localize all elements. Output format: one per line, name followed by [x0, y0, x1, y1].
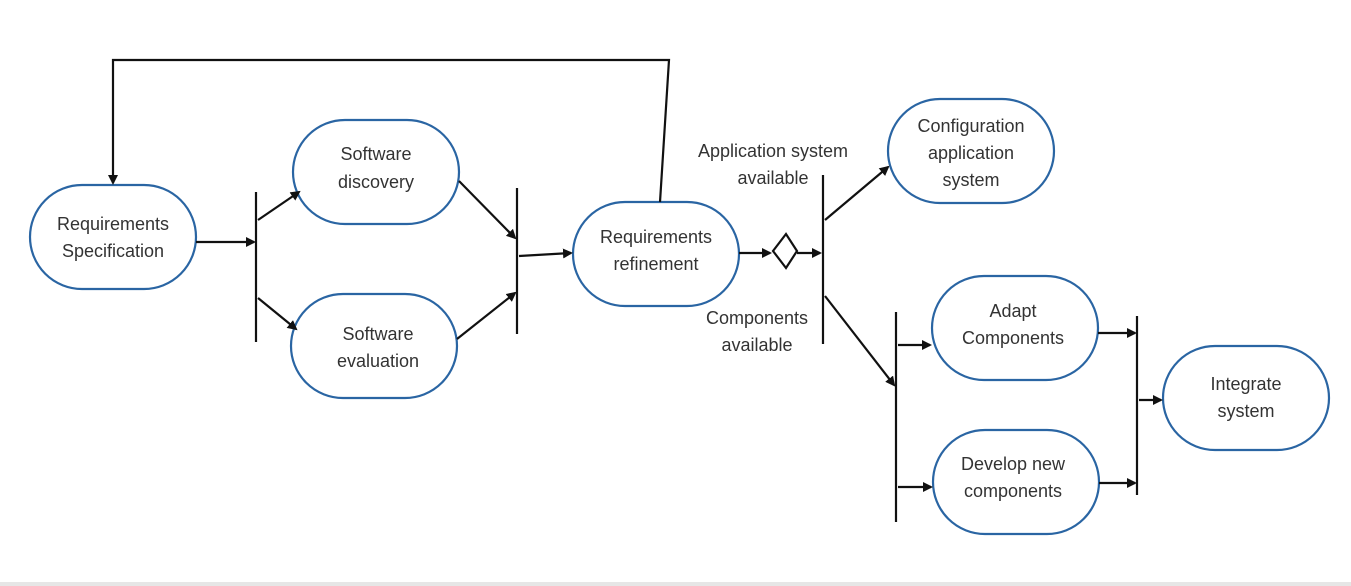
label-components-available: Components available	[706, 308, 808, 355]
node-software-evaluation: Software evaluation	[289, 292, 459, 400]
node-software-discovery-line-1: Software	[340, 144, 411, 164]
label-application-line-2: available	[737, 168, 808, 188]
node-software-evaluation-line-1: Software	[342, 324, 413, 344]
node-requirements-specification: Requirements Specification	[28, 183, 198, 291]
label-application-line-1: Application system	[698, 141, 848, 161]
node-adapt-components-line-1: Adapt	[989, 301, 1036, 321]
edge-discovery-to-join	[458, 180, 517, 240]
label-components-line-2: available	[721, 335, 792, 355]
node-develop-new-components: Develop new components	[931, 428, 1101, 536]
node-adapt-components-line-2: Components	[962, 328, 1064, 348]
node-software-discovery: Software discovery	[291, 118, 461, 226]
node-integrate-system-line-1: Integrate	[1210, 374, 1281, 394]
feedback-loop-edge	[108, 58, 671, 203]
node-develop-components-line-2: components	[964, 481, 1062, 501]
node-software-discovery-line-2: discovery	[338, 172, 414, 192]
bottom-strip	[0, 582, 1351, 586]
node-configuration-line-2: application	[928, 143, 1014, 163]
edge-fork-to-configuration	[824, 165, 890, 221]
node-integrate-system-line-2: system	[1217, 401, 1274, 421]
node-requirements-specification-line-2: Specification	[62, 241, 164, 261]
edge-join-to-refinement	[518, 248, 573, 259]
node-requirements-refinement-line-2: refinement	[613, 254, 698, 274]
node-integrate-system: Integrate system	[1161, 344, 1331, 452]
label-application-system-available: Application system available	[698, 141, 848, 188]
edge-evaluation-to-join	[456, 291, 517, 340]
node-configuration-line-3: system	[942, 170, 999, 190]
node-develop-components-line-1: Develop new	[961, 454, 1066, 474]
decision-diamond	[771, 232, 799, 270]
edge-fork-to-evaluation	[257, 297, 298, 331]
node-software-evaluation-line-2: evaluation	[337, 351, 419, 371]
node-configuration-application-system: Configuration application system	[886, 97, 1056, 205]
node-requirements-specification-line-1: Requirements	[57, 214, 169, 234]
edge-fork-to-components-fork	[824, 295, 896, 387]
label-components-line-1: Components	[706, 308, 808, 328]
node-adapt-components: Adapt Components	[930, 274, 1100, 382]
edge-fork-to-discovery	[257, 190, 301, 221]
node-requirements-refinement: Requirements refinement	[571, 200, 741, 308]
node-configuration-line-1: Configuration	[917, 116, 1024, 136]
node-requirements-refinement-line-1: Requirements	[600, 227, 712, 247]
